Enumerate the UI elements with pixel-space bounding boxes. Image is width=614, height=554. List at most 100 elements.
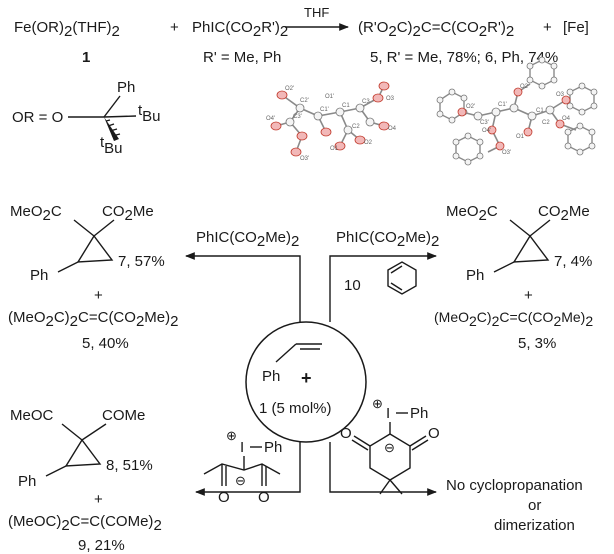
ketone-right: COMe	[102, 407, 145, 424]
ketone-bond	[81, 423, 107, 441]
carbon-atom	[343, 125, 353, 135]
alkoxide-definition: OR = O Ph tBu tBu	[12, 79, 161, 157]
oxygen-atom	[523, 127, 533, 137]
carbon-atom	[313, 111, 323, 121]
oxygen-label: O	[428, 425, 440, 442]
branch-bottom-left: ⊕ I Ph ⊖ O O MeOC COMe Ph 8, 51% + (MeOC…	[8, 407, 282, 554]
atom-label: O2'	[466, 104, 475, 110]
atom-label: C1	[536, 108, 544, 114]
dimer-formula: (MeO2C)2C=C(CO2Me)2	[8, 309, 178, 330]
atom-label: C2'	[300, 98, 309, 104]
oxygen-atom	[334, 141, 346, 151]
ester-right: CO2Me	[538, 203, 590, 224]
iodonium-plus: ⊕	[226, 428, 237, 443]
branch-bottom-right: ⊕ I Ph ⊖ O O No cyclopropanation or dime…	[340, 396, 583, 534]
carbon-atom	[355, 103, 365, 113]
plus-sign: +	[301, 368, 312, 388]
plus-sign: +	[543, 19, 552, 36]
atom-label: C1	[342, 103, 350, 109]
atom-label: O4	[388, 126, 397, 132]
catalyst-loading: 1 (5 mol%)	[259, 400, 332, 417]
carbon-atom	[473, 111, 483, 121]
oxygen-atom	[378, 121, 390, 131]
oxygen-label: O	[258, 489, 270, 506]
styrene-bond	[275, 343, 297, 363]
branch-top-right: PhIC(CO2Me)2 10 MeO2C CO2Me Ph 7, 4% + (…	[336, 203, 593, 352]
product-formula: (R'O2C)2C=C(CO2R')2	[358, 19, 514, 40]
yield-5-6: 5, R' = Me, 78%;6, Ph, 74%	[370, 49, 558, 66]
carbon-atom	[509, 103, 519, 113]
carbon-atom	[295, 103, 305, 113]
carbonyl-bond	[409, 435, 427, 447]
carbon-atom	[527, 111, 537, 121]
plus-sign: +	[94, 491, 103, 508]
cyclohexadiene-equiv: 10	[344, 277, 361, 294]
solvent-label: THF	[304, 5, 329, 20]
cyclopropane-ring	[76, 234, 114, 263]
result-line-2: or	[528, 497, 541, 514]
hash-bond	[105, 119, 121, 137]
ketone-left: MeOC	[10, 407, 54, 424]
oxygen-atom	[378, 81, 390, 91]
atom-label: O4'	[266, 116, 275, 122]
tbu-label-1: tBu	[138, 102, 161, 125]
carbonyl-double-bond	[411, 439, 429, 451]
dimer-formula: (MeOC)2C=C(COMe)2	[8, 513, 162, 534]
product-7-yield: 7, 4%	[554, 253, 592, 270]
gem-dimethyl-bond	[389, 479, 403, 495]
iron-complex-formula: Fe(OR)2(THF)2	[14, 19, 120, 40]
atom-label: O3'	[300, 156, 309, 162]
ester-left: MeO2C	[10, 203, 62, 224]
atom-label: C3'	[293, 114, 302, 120]
plus-sign: +	[170, 19, 179, 36]
atom-label: C2	[352, 124, 360, 130]
result-line-3: dimerization	[494, 517, 575, 534]
crystal-structure-6: O3 O4 C1 C2 O1 O2 C1' O4' O3' O2' C3'	[436, 56, 598, 166]
reagent-label: PhIC(CO2Me)2	[196, 229, 299, 250]
cyclopropane-ring	[512, 234, 550, 263]
plus-sign: +	[524, 287, 533, 304]
oxygen-atom	[513, 87, 523, 97]
ester-bond	[509, 219, 531, 237]
or-equals-label: OR = O	[12, 109, 63, 126]
c-tbu-bond	[103, 115, 137, 118]
reactant-circle	[245, 321, 367, 443]
arrow-to-top-left	[185, 252, 301, 322]
atom-label: O3'	[502, 150, 511, 156]
crystal-structure-5: O2' O1' C2' O4' C3' C1' C1 O3 C3 O4 C2 O…	[266, 81, 397, 162]
oxygen-atom	[290, 147, 302, 157]
acyclic-iodonium-ylide: ⊕ I Ph ⊖ O O	[203, 428, 282, 506]
atom-label: O3	[556, 92, 565, 98]
phenyl-bond	[45, 465, 67, 477]
atom-label: C3'	[480, 120, 489, 126]
oxygen-atom	[320, 127, 332, 137]
carbon-atom	[335, 107, 345, 117]
oxygen-atom	[555, 119, 565, 129]
cyclopropane-ring	[64, 438, 102, 467]
iodine-label: I	[240, 439, 244, 456]
oxygen-atom	[457, 107, 467, 117]
iodonium-ylide-formula: PhIC(CO2R')2	[192, 19, 288, 40]
compound-1-label: 1	[82, 49, 90, 66]
oxygen-atom	[487, 125, 497, 135]
atom-label: O4	[562, 116, 571, 122]
carbanion-minus: ⊖	[384, 440, 395, 455]
carbonyl-bond	[353, 435, 371, 447]
iodine-phenyl: Ph	[264, 439, 282, 456]
ketone-bond	[61, 423, 83, 441]
c-ph-bond	[103, 95, 121, 118]
plus-sign: +	[94, 287, 103, 304]
iodonium-plus: ⊕	[372, 396, 383, 411]
ester-bond	[529, 219, 551, 237]
result-line-1: No cyclopropanation	[446, 477, 583, 494]
styrene-phenyl: Ph	[262, 368, 280, 385]
oxygen-atom	[270, 121, 282, 131]
dimer-5-yield: 5, 3%	[518, 335, 556, 352]
phenyl-label: Ph	[466, 267, 484, 284]
arrow-to-top-right	[329, 252, 437, 322]
atom-label: O2	[520, 84, 529, 90]
atom-label: C2	[542, 120, 550, 126]
ester-right: CO2Me	[102, 203, 154, 224]
carbon-atom	[365, 117, 375, 127]
